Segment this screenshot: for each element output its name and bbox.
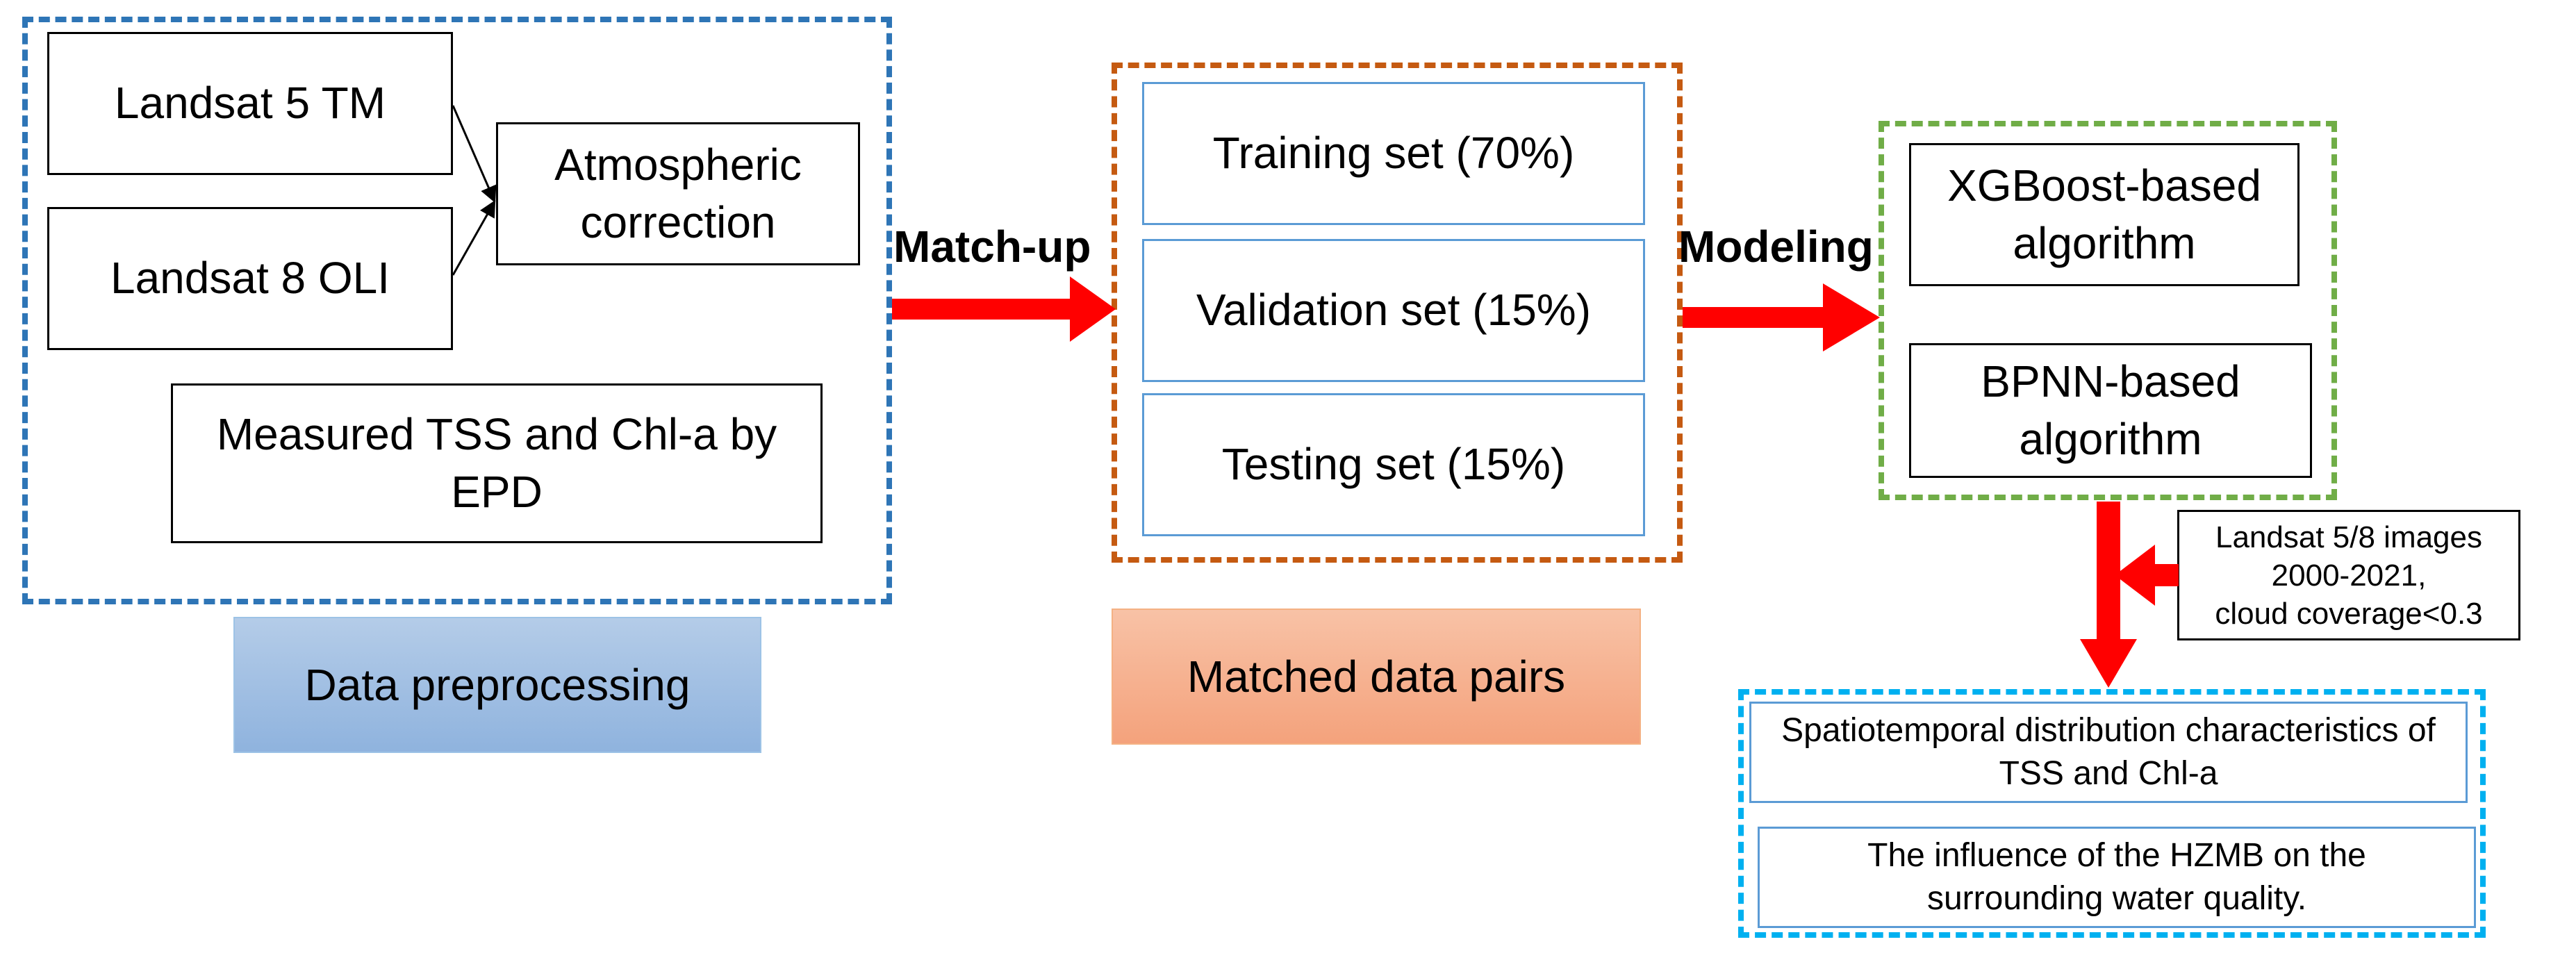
landsat5-box: Landsat 5 TM xyxy=(47,32,453,175)
bpnn-box: BPNN-based algorithm xyxy=(1909,343,2312,478)
spatiotemporal-label: Spatiotemporal distribution characterist… xyxy=(1781,711,2436,792)
preprocessing-caption-text: Data preprocessing xyxy=(304,660,691,710)
testing-set-box: Testing set (15%) xyxy=(1142,393,1645,536)
landsat5-label: Landsat 5 TM xyxy=(114,78,386,129)
influence-box: The influence of the HZMB on the surroun… xyxy=(1758,827,2476,928)
measured-data-box: Measured TSS and Chl-a by EPD xyxy=(171,383,823,543)
landsat5-connector xyxy=(452,105,497,204)
atmospheric-correction-label: Atmospheric correction xyxy=(554,139,802,247)
outputs-group xyxy=(1738,689,2486,938)
matchup-label: Match-up xyxy=(893,222,1091,272)
testing-set-label: Testing set (15%) xyxy=(1221,439,1566,490)
matched-pairs-caption: Matched data pairs xyxy=(1112,609,1641,745)
xgboost-box: XGBoost-based algorithm xyxy=(1909,143,2300,286)
xgboost-label: XGBoost-based algorithm xyxy=(1947,160,2261,268)
modeling-label: Modeling xyxy=(1678,222,1874,272)
bpnn-label: BPNN-based algorithm xyxy=(1981,356,2240,464)
atmospheric-correction-box: Atmospheric correction xyxy=(496,122,860,265)
measured-data-label: Measured TSS and Chl-a by EPD xyxy=(216,408,777,517)
landsat8-box: Landsat 8 OLI xyxy=(47,207,453,350)
landsat-input-arrow xyxy=(2115,545,2179,606)
validation-set-label: Validation set (15%) xyxy=(1196,285,1591,336)
landsat-images-line1: Landsat 5/8 images xyxy=(2215,520,2483,554)
landsat-images-line3: cloud coverage<0.3 xyxy=(2215,596,2483,631)
training-set-box: Training set (70%) xyxy=(1142,82,1645,225)
preprocessing-group xyxy=(22,17,892,604)
matchup-arrow xyxy=(892,276,1116,342)
landsat8-connector xyxy=(452,199,496,276)
models-group xyxy=(1879,121,2337,500)
landsat-images-line2: 2000-2021, xyxy=(2271,558,2427,593)
modeling-arrow xyxy=(1683,283,1880,351)
matched-pairs-caption-text: Matched data pairs xyxy=(1187,652,1566,702)
landsat-images-box: Landsat 5/8 images 2000-2021, cloud cove… xyxy=(2177,510,2520,640)
preprocessing-caption: Data preprocessing xyxy=(233,617,761,753)
training-set-label: Training set (70%) xyxy=(1212,128,1575,179)
spatiotemporal-box: Spatiotemporal distribution characterist… xyxy=(1749,702,2468,803)
validation-set-box: Validation set (15%) xyxy=(1142,239,1645,382)
matched-pairs-group xyxy=(1112,63,1683,563)
influence-label: The influence of the HZMB on the surroun… xyxy=(1867,836,2366,917)
landsat8-label: Landsat 8 OLI xyxy=(110,253,390,304)
output-arrow xyxy=(2080,502,2137,688)
